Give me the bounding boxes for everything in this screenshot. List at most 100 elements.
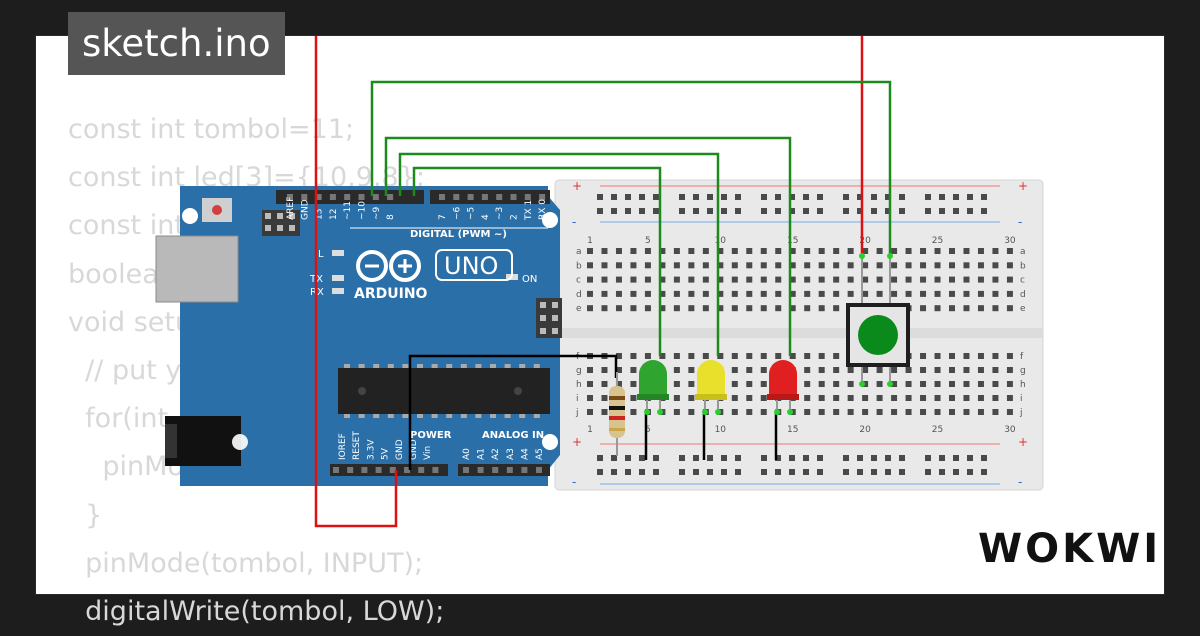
row-label: d	[576, 290, 582, 300]
rail-plus-bottom-right: +	[1018, 435, 1028, 449]
digital-pin-label: ~9	[372, 206, 382, 220]
column-label: 25	[932, 236, 943, 246]
power-pin-label: Vin	[423, 446, 433, 460]
digital-pin-label: AREF	[286, 197, 296, 220]
digital-header-holes	[287, 194, 546, 200]
row-label: j	[1019, 408, 1023, 418]
power-pin-label: RESET	[352, 431, 362, 460]
analog-pin-label: A0	[462, 448, 472, 460]
row-label: i	[576, 394, 579, 404]
row-label: a	[576, 247, 582, 257]
row-label: h	[1020, 380, 1026, 390]
column-label: 5	[645, 236, 651, 246]
power-pin-label: 3.3V	[366, 439, 376, 460]
column-label: 20	[859, 236, 871, 246]
code-editor[interactable]: const int tombol=11;const int led[3]={10…	[68, 106, 444, 636]
digital-pin-label: ~11	[343, 201, 353, 220]
resistor[interactable]	[609, 372, 625, 456]
analog-pin-label: A2	[491, 448, 501, 460]
wokwi-logo: WOKWI	[978, 526, 1162, 572]
rail-minus-top-right: -	[1018, 215, 1022, 229]
digital-pin-labels: AREF GND 13 12 ~11 ~10 ~9 8 7 ~6 ~5 4 ~3 2 TX 1 RX 0	[286, 197, 548, 221]
column-label: 10	[715, 425, 727, 435]
file-tab[interactable]: sketch.ino	[68, 12, 285, 75]
column-label: 5	[645, 425, 651, 435]
power-header-label: POWER	[410, 430, 452, 441]
row-label: d	[1020, 290, 1026, 300]
row-label: h	[576, 380, 582, 390]
digital-pin-label: 4	[481, 214, 491, 220]
analog-pin-label: A1	[477, 448, 487, 460]
wire-pin8-green-led[interactable]	[412, 166, 662, 356]
model-label: UNO	[444, 252, 498, 280]
digital-pin-label: 2	[510, 214, 520, 220]
power-pin-label: GND	[409, 439, 419, 460]
led-yellow[interactable]	[695, 360, 727, 415]
wire-pin9-yellow-led[interactable]	[398, 152, 720, 356]
chip-pins	[344, 364, 540, 418]
breadboard[interactable]: + + - - + + - - 115510101515202025253030…	[554, 179, 1044, 491]
l-led-label: L	[318, 249, 324, 260]
digital-pin-label: GND	[300, 199, 310, 220]
digital-pin-label: ~5	[467, 207, 477, 220]
wire-gnd-black[interactable]	[408, 354, 618, 470]
rail-minus-bottom-left: -	[572, 475, 576, 489]
code-line: }	[68, 499, 103, 531]
analog-header-label: ANALOG IN	[482, 430, 544, 441]
digital-pin-label: 13	[315, 209, 325, 220]
wire-pin11-button[interactable]	[370, 80, 892, 256]
push-button[interactable]	[846, 253, 910, 387]
column-label: 30	[1004, 236, 1016, 246]
row-label: g	[576, 366, 582, 376]
column-label: 10	[715, 236, 727, 246]
digital-pin-label: ~3	[495, 207, 505, 220]
column-label: 1	[587, 425, 593, 435]
row-label: b	[576, 261, 582, 271]
wire-pin10-red-led[interactable]	[384, 136, 792, 356]
icsp-header-1	[262, 210, 300, 236]
wire-5v-red[interactable]	[314, 36, 398, 528]
digital-pin-label: 7	[438, 214, 448, 220]
arduino-uno-board[interactable]: AREF GND 13 12 ~11 ~10 ~9 8 7 ~6 ~5 4 ~3 2 TX 1 RX 0 DI…	[155, 186, 562, 486]
column-label: 30	[1004, 425, 1016, 435]
led-green[interactable]	[637, 360, 669, 415]
rail-plus-top-right: +	[1018, 179, 1028, 193]
code-line: const int tombol=11;	[68, 114, 355, 145]
icsp-header-2	[536, 298, 562, 338]
digital-pin-label: 8	[386, 214, 396, 220]
usb-port	[155, 235, 239, 303]
row-label: c	[1020, 276, 1025, 286]
row-label: g	[1020, 366, 1026, 376]
row-label: e	[576, 304, 582, 314]
rail-minus-bottom-right: -	[1018, 475, 1022, 489]
code-line: pinMode(tombol, INPUT);	[68, 547, 424, 579]
row-label: c	[576, 276, 581, 286]
column-label: 1	[587, 236, 593, 246]
row-label: e	[1020, 304, 1026, 314]
bottom-header-holes	[333, 467, 542, 473]
digital-pin-label: 12	[329, 209, 339, 220]
code-line: for(int	[68, 403, 169, 435]
arduino-logo	[356, 250, 421, 282]
row-label: a	[1020, 247, 1026, 257]
digital-pin-label: ~10	[358, 201, 368, 220]
digital-pin-label: RX 0	[538, 199, 548, 220]
digital-header-label: DIGITAL (PWM ~)	[410, 229, 507, 240]
power-pin-label: 5V	[381, 447, 391, 460]
column-label: 20	[859, 425, 871, 435]
digital-header-right	[430, 190, 550, 204]
column-label: 15	[787, 236, 798, 246]
row-label: i	[1020, 394, 1023, 404]
led-red[interactable]	[767, 360, 799, 415]
analog-pin-label: A4	[520, 448, 530, 460]
column-label: 25	[932, 425, 943, 435]
analog-pin-label: A5	[535, 448, 545, 460]
digital-pin-label: TX 1	[524, 200, 534, 221]
button-cap[interactable]	[858, 315, 898, 355]
digital-pin-label: ~6	[452, 206, 462, 220]
code-line: void setup	[68, 306, 210, 338]
rail-plus-top-left: +	[572, 179, 582, 193]
brand-label: ARDUINO	[354, 286, 428, 302]
